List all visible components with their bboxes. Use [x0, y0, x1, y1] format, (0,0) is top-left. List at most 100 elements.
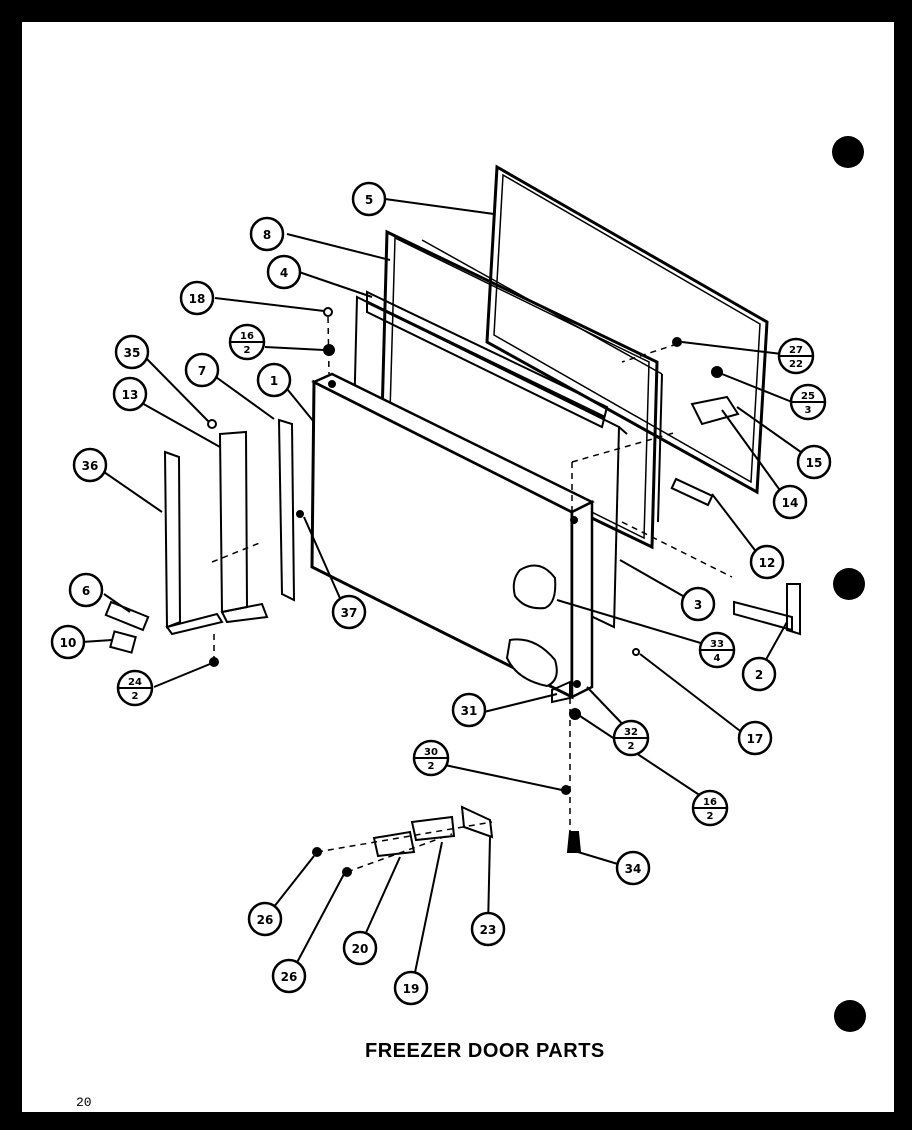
callout-circles: [50, 181, 832, 1006]
outer-door-panel: [310, 372, 595, 700]
callout-16b-part: 16: [703, 797, 717, 808]
stop-12: [670, 477, 714, 507]
page-footer: 20 REV. 2: [76, 1094, 123, 1128]
callout-4: [266, 254, 302, 290]
screw-37: [296, 510, 304, 518]
callout-17: [737, 720, 773, 756]
callout-10-label: 10: [60, 636, 77, 650]
hinge-bracket-13: [218, 430, 269, 624]
callout-32-qty: 2: [628, 741, 635, 752]
callout-3: [680, 586, 716, 622]
binder-hole-bottom: [834, 1000, 866, 1032]
screw-18: [323, 307, 333, 317]
callout-5: [351, 181, 387, 217]
diagram-title: FREEZER DOOR PARTS: [365, 1040, 605, 1062]
callout-26b: [271, 958, 307, 994]
callout-2-label: 2: [755, 668, 763, 682]
callout-24-qty: 2: [132, 691, 139, 702]
callout-12-label: 12: [759, 556, 776, 570]
callout-15: [796, 444, 832, 480]
callout-25-qty: 3: [805, 405, 812, 416]
hinge-plate-15: [690, 395, 740, 426]
callout-27-part: 27: [789, 345, 803, 356]
callout-13: [112, 376, 148, 412]
callout-23: [470, 911, 506, 947]
callout-6-label: 6: [82, 584, 90, 598]
hinge-assembly-bottom: [312, 805, 494, 877]
hinge-bracket-2: [733, 583, 801, 636]
exploded-view-diagram: 5 8 4 18 35 7 1 13 36 6 10 37 15 14 12 3…: [50, 136, 866, 1032]
callout-15-label: 15: [806, 456, 823, 470]
callout-34: [615, 850, 651, 886]
callout-8: [249, 216, 285, 252]
callout-31: [451, 692, 487, 728]
handle-cap-6: [104, 600, 150, 632]
callout-27-qty: 22: [789, 359, 803, 370]
page-number: 20: [76, 1095, 92, 1110]
pin-34: [566, 831, 582, 853]
callout-36: [72, 447, 108, 483]
callout-3-label: 3: [694, 598, 702, 612]
callout-14-label: 14: [782, 496, 799, 510]
diagram-sheet: 5 8 4 18 35 7 1 13 36 6 10 37 15 14 12 3…: [22, 22, 894, 1127]
callout-1: [256, 362, 292, 398]
callout-10: [50, 624, 86, 660]
callout-26b-label: 26: [281, 970, 298, 984]
callout-18a: [179, 280, 215, 316]
callout-36-label: 36: [82, 459, 99, 473]
hinge-bracket-7: [277, 418, 296, 602]
callout-20-label: 20: [352, 942, 369, 956]
screw-24: [209, 657, 219, 667]
binder-hole-top: [832, 136, 864, 168]
breaker-strip: [366, 290, 609, 429]
callout-7: [184, 352, 220, 388]
callout-8-label: 8: [263, 228, 271, 242]
callout-1-label: 1: [270, 374, 278, 388]
hinge-bracket-36: [163, 450, 224, 636]
callout-13-label: 13: [122, 388, 139, 402]
callout-26a-label: 26: [257, 913, 274, 927]
callout-33-qty: 4: [714, 653, 721, 664]
callout-2: [741, 656, 777, 692]
callout-19-label: 19: [403, 982, 420, 996]
callout-16b-qty: 2: [707, 811, 714, 822]
callout-7-label: 7: [198, 364, 206, 378]
callout-33-part: 33: [710, 639, 724, 650]
binder-holes: [832, 136, 866, 1032]
callout-24-part: 24: [128, 677, 142, 688]
callout-34-label: 34: [625, 862, 642, 876]
alignment-dashes: [211, 316, 733, 873]
revision-label: REV. 2: [76, 1112, 123, 1127]
callout-14: [772, 484, 808, 520]
callout-37: [331, 594, 367, 630]
door-gasket: [485, 164, 769, 495]
callout-26a: [247, 901, 283, 937]
callout-37-label: 37: [341, 606, 358, 620]
callout-30-part: 30: [424, 747, 438, 758]
binder-hole-middle: [833, 568, 865, 600]
callout-16a-qty: 2: [244, 345, 251, 356]
bushing-16b: [569, 708, 581, 720]
callout-6: [68, 572, 104, 608]
callout-18a-label: 18: [189, 292, 206, 306]
screw-35: [207, 419, 217, 429]
screw-30: [561, 785, 571, 795]
callout-35-label: 35: [124, 346, 141, 360]
callout-30-qty: 2: [428, 761, 435, 772]
callout-19: [393, 970, 429, 1006]
callout-32-part: 32: [624, 727, 638, 738]
callout-35: [114, 334, 150, 370]
fraction-dividers: [118, 341, 825, 809]
callout-4-label: 4: [280, 266, 288, 280]
callout-31-label: 31: [461, 704, 478, 718]
callout-12: [749, 544, 785, 580]
door-liner-frame: [380, 229, 663, 550]
callout-17-label: 17: [747, 732, 764, 746]
callout-23-label: 23: [480, 923, 497, 937]
plug-10: [109, 630, 137, 654]
callout-20: [342, 930, 378, 966]
screw-17: [632, 648, 640, 656]
callout-16a-part: 16: [240, 331, 254, 342]
screw-25: [711, 366, 723, 378]
callout-5-label: 5: [365, 193, 373, 207]
